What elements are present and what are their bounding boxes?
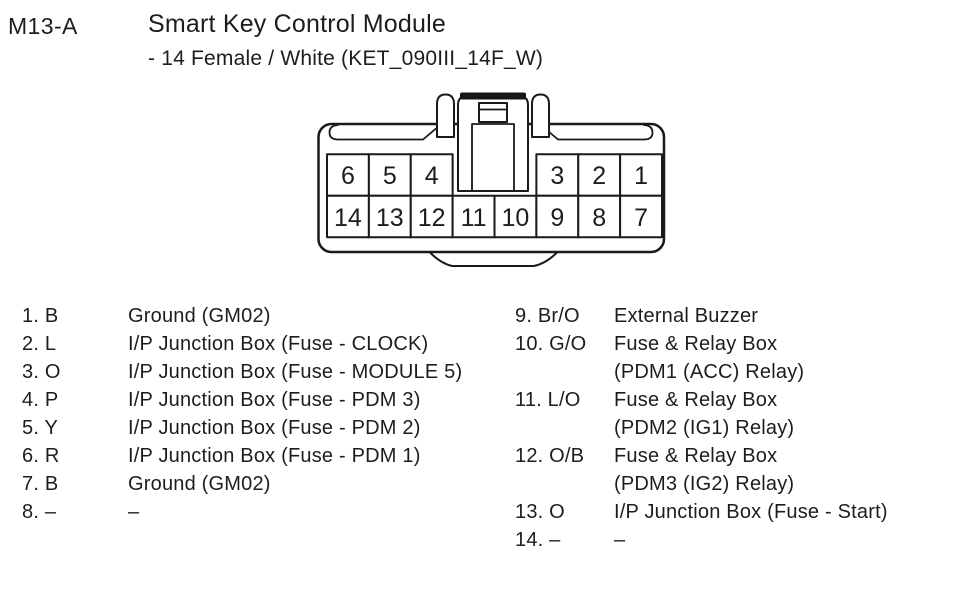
pin-desc-line: – [128,501,140,523]
pin-desc: Ground (GM02) [128,470,271,498]
pin-row-2: 2. L I/P Junction Box (Fuse - CLOCK) [22,330,462,358]
pin-desc-line: I/P Junction Box (Fuse - PDM 3) [128,389,421,411]
pin-number-11: 11 [461,204,487,232]
pin-desc-line: Ground (GM02) [128,305,271,327]
pin-row-5: 5. Y I/P Junction Box (Fuse - PDM 2) [22,414,462,442]
pin-desc: Ground (GM02) [128,302,271,330]
pin-number-2: 2 [592,162,606,190]
pin-row-4: 4. P I/P Junction Box (Fuse - PDM 3) [22,386,462,414]
pin-desc-line: External Buzzer [614,305,759,327]
pin-desc-line: I/P Junction Box (Fuse - PDM 1) [128,445,421,467]
pin-desc: I/P Junction Box (Fuse - CLOCK) [128,330,428,358]
pin-cell-7 [619,194,663,239]
pin-label: 13. O [515,501,565,523]
pin-desc-line-2: (PDM1 (ACC) Relay) [614,361,805,383]
latch-prong-left-icon [436,93,455,138]
pin-desc: External Buzzer [614,302,758,330]
pin-number-6: 6 [341,162,355,190]
pin-number-5: 5 [383,162,397,190]
pin-desc-line: I/P Junction Box (Fuse - PDM 2) [128,417,421,439]
pin-desc-line-2: (PDM3 (IG2) Relay) [614,473,795,495]
pin-label: 3. O [22,361,61,383]
page-title: Smart Key Control Module [148,10,446,38]
pin-label: 10. G/O [515,333,587,355]
pin-label: 1. B [22,305,59,327]
connector-lip-right [544,124,654,141]
pin-number-4: 4 [425,162,439,190]
pin-desc: Fuse & Relay Box (PDM2 (IG1) Relay) [614,386,794,442]
pin-desc-line-2: (PDM2 (IG1) Relay) [614,417,795,439]
pin-cell-9 [535,194,580,239]
pin-row-10: 10. G/O Fuse & Relay Box (PDM1 (ACC) Rel… [515,330,888,386]
pin-label: 14. – [515,529,561,551]
pin-cell-14 [326,194,370,239]
pin-desc-line: I/P Junction Box (Fuse - MODULE 5) [128,361,463,383]
pin-row-7: 7. B Ground (GM02) [22,470,462,498]
pin-desc: I/P Junction Box (Fuse - PDM 2) [128,414,421,442]
connector-keyway [429,251,558,267]
connector-lip-left [328,124,437,141]
pin-cell-12 [409,194,454,239]
pin-desc: I/P Junction Box (Fuse - PDM 1) [128,442,421,470]
latch-prong-right-icon [531,93,550,138]
pin-desc: Fuse & Relay Box (PDM1 (ACC) Relay) [614,330,804,386]
pin-desc: Fuse & Relay Box (PDM3 (IG2) Relay) [614,442,794,498]
latch-cap [460,92,526,100]
pin-number-13: 13 [376,204,404,232]
pin-label: 8. – [22,501,57,523]
pin-desc: – [614,526,625,554]
pin-label: 12. O/B [515,445,585,467]
latch-tab [478,102,508,123]
pin-desc-line: I/P Junction Box (Fuse - CLOCK) [128,333,429,355]
pin-desc: I/P Junction Box (Fuse - PDM 3) [128,386,421,414]
pin-number-7: 7 [634,204,648,232]
pin-desc-line: Fuse & Relay Box [614,333,778,355]
connector-id: M13-A [8,13,78,39]
pin-label: 7. B [22,473,59,495]
pin-number-1: 1 [634,162,648,190]
pin-row-6: 6. R I/P Junction Box (Fuse - PDM 1) [22,442,462,470]
pin-number-9: 9 [550,204,564,232]
pin-row-9: 9. Br/O External Buzzer [515,302,888,330]
pin-row-14: 14. – – [515,526,888,554]
pin-list-right: 9. Br/O External Buzzer 10. G/O Fuse & R… [515,302,888,554]
pin-row-3: 3. O I/P Junction Box (Fuse - MODULE 5) [22,358,462,386]
pin-cell-8 [577,194,622,239]
pin-desc-line: I/P Junction Box (Fuse - Start) [614,501,888,523]
pin-number-3: 3 [550,162,564,190]
pin-desc: – [128,498,139,526]
pin-desc: I/P Junction Box (Fuse - Start) [614,498,888,526]
pin-row-8: 8. – – [22,498,462,526]
latch-slot [471,123,515,191]
pin-cell-1 [619,153,663,197]
pin-desc-line: Ground (GM02) [128,473,271,495]
pin-number-12: 12 [418,204,446,232]
pin-desc: I/P Junction Box (Fuse - MODULE 5) [128,358,462,386]
pin-label: 11. L/O [515,389,581,411]
connector-subtitle: - 14 Female / White (KET_090III_14F_W) [148,47,544,70]
pin-row-11: 11. L/O Fuse & Relay Box (PDM2 (IG1) Rel… [515,386,888,442]
pin-label: 5. Y [22,417,59,439]
pin-cell-4 [409,153,454,197]
pin-number-10: 10 [501,204,529,232]
pin-number-8: 8 [592,204,606,232]
connector-diagram: 6 5 4 3 2 1 14 13 12 11 10 9 8 7 [317,92,666,267]
pin-label: 9. Br/O [515,305,580,327]
pin-row-12: 12. O/B Fuse & Relay Box (PDM3 (IG2) Rel… [515,442,888,498]
pin-desc-line: Fuse & Relay Box [614,389,778,411]
pin-row-1: 1. B Ground (GM02) [22,302,462,330]
pin-label: 2. L [22,333,57,355]
pin-label: 6. R [22,445,60,467]
pin-desc-line: Fuse & Relay Box [614,445,778,467]
pin-label: 4. P [22,389,59,411]
pin-desc-line: – [614,529,626,551]
pin-row-13: 13. O I/P Junction Box (Fuse - Start) [515,498,888,526]
pin-number-14: 14 [334,204,362,232]
pin-list-left: 1. B Ground (GM02) 2. L I/P Junction Box… [22,302,462,526]
